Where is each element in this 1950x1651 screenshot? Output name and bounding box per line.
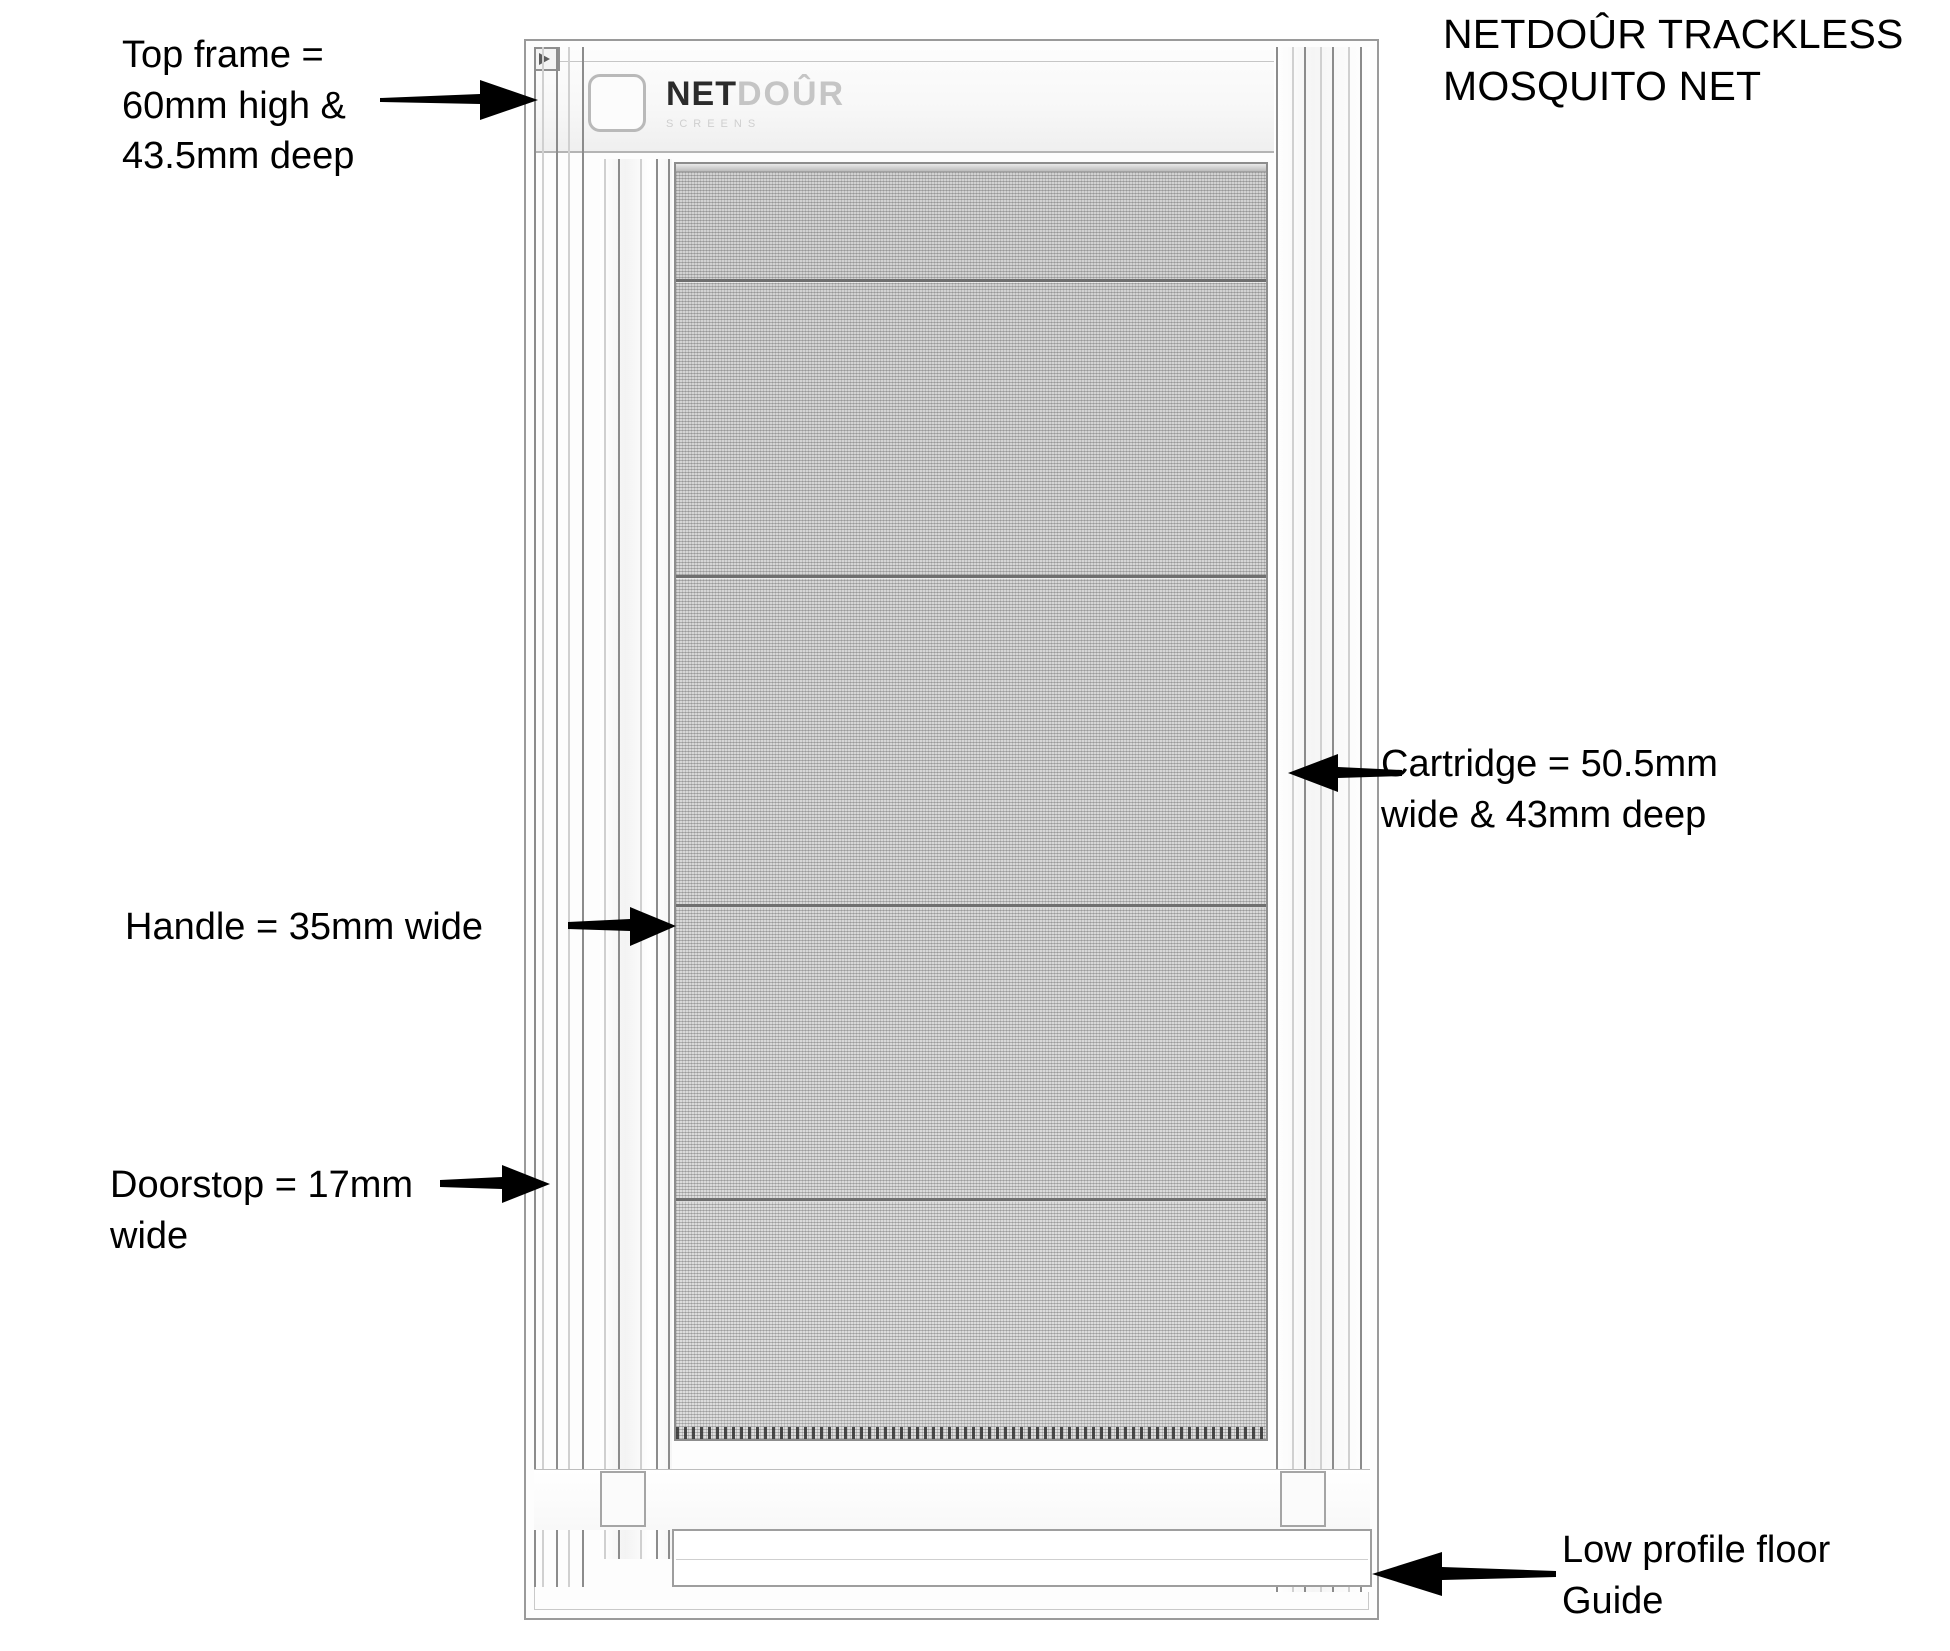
annotation-doorstop: Doorstop = 17mm wide <box>110 1164 414 1257</box>
foot-block-left <box>600 1471 646 1527</box>
annotation-cartridge: Cartridge = 50.5mm wide & 43mm deep <box>1381 743 1718 836</box>
arrow-right-icon <box>440 1163 552 1205</box>
brand-logo: NETDOÛR SCREENS <box>666 77 926 130</box>
cartridge-line-2 <box>1292 47 1294 1592</box>
mesh-bottom-edge <box>676 1427 1266 1439</box>
doorstop-line-3 <box>556 47 558 1587</box>
arrow-right-icon <box>380 78 540 122</box>
arrow-right-icon <box>568 906 678 948</box>
doorstop-line-4 <box>568 47 570 1587</box>
arrow-left-icon <box>1370 1550 1556 1598</box>
handle-line-5 <box>668 159 670 1559</box>
logo-tagline: SCREENS <box>666 118 762 130</box>
logo-plate <box>588 74 646 132</box>
foot-block-right <box>1280 1471 1326 1527</box>
cartridge-line-1 <box>1276 47 1278 1592</box>
arrow-left-icon <box>1286 752 1402 794</box>
mesh-seam <box>676 279 1266 282</box>
handle-line-2 <box>618 159 620 1559</box>
handle-stile <box>600 159 672 1559</box>
cartridge-line-4 <box>1320 47 1322 1592</box>
bottom-plate <box>534 1469 1370 1530</box>
floor-guide-detail-line <box>676 1559 1368 1560</box>
doorstop-line-5 <box>582 47 584 1587</box>
doorstop-line-2 <box>542 47 544 1587</box>
head-rail-detail-line <box>534 61 1369 62</box>
annotation-floor-guide: Low profile floor Guide <box>1562 1529 1831 1622</box>
handle-line-3 <box>640 159 642 1559</box>
mesh-top-cap <box>676 164 1266 172</box>
logo-brand-light: DOÛR <box>737 75 846 113</box>
page-title: NETDOÛR TRACKLESS MOSQUITO NET <box>1443 11 1904 110</box>
cartridge-line-5 <box>1332 47 1334 1592</box>
handle-line-1 <box>604 159 606 1559</box>
cartridge-housing <box>1274 47 1370 1592</box>
cartridge-line-6 <box>1348 47 1350 1592</box>
top-frame-head-rail <box>534 47 1369 153</box>
cartridge-line-3 <box>1304 47 1306 1592</box>
low-profile-floor-guide <box>672 1529 1372 1587</box>
annotation-handle: Handle = 35mm wide <box>125 906 484 948</box>
logo-brand-dark: NET <box>666 75 737 113</box>
door-assembly-drawing: NETDOÛR SCREENS <box>524 39 1379 1620</box>
mesh-seam <box>676 904 1266 907</box>
mesh-seam <box>676 575 1266 578</box>
doorstop-stile <box>534 47 594 1587</box>
cartridge-line-7 <box>1360 47 1362 1592</box>
mesh-seam <box>676 1198 1266 1201</box>
doorstop-line-1 <box>534 47 536 1587</box>
handle-line-4 <box>656 159 658 1559</box>
annotation-top-frame: Top frame = 60mm high & 43.5mm deep <box>122 34 355 178</box>
mesh-screen-panel <box>674 162 1268 1441</box>
